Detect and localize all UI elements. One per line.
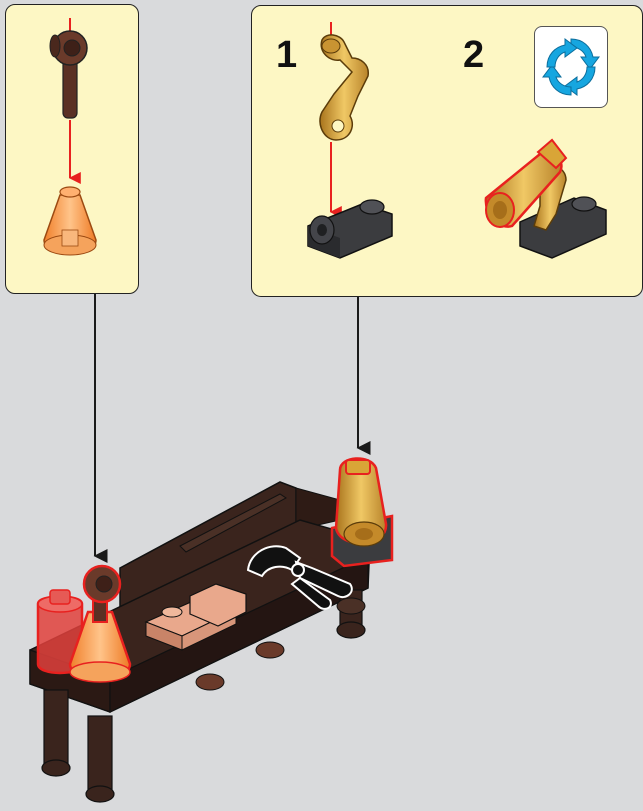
trans-orange-cone-part (44, 187, 96, 255)
gold-lamp-on-bench (332, 458, 392, 566)
dark-gray-clip-plate-part (308, 200, 392, 258)
gold-lamp-assembly-part (486, 140, 606, 258)
gold-robot-arm-part (320, 35, 368, 140)
brown-bar-clip-part (50, 31, 87, 118)
left-subassembly-parts (44, 18, 96, 255)
right-subassembly-parts (308, 22, 606, 258)
workbench-model (30, 458, 392, 802)
